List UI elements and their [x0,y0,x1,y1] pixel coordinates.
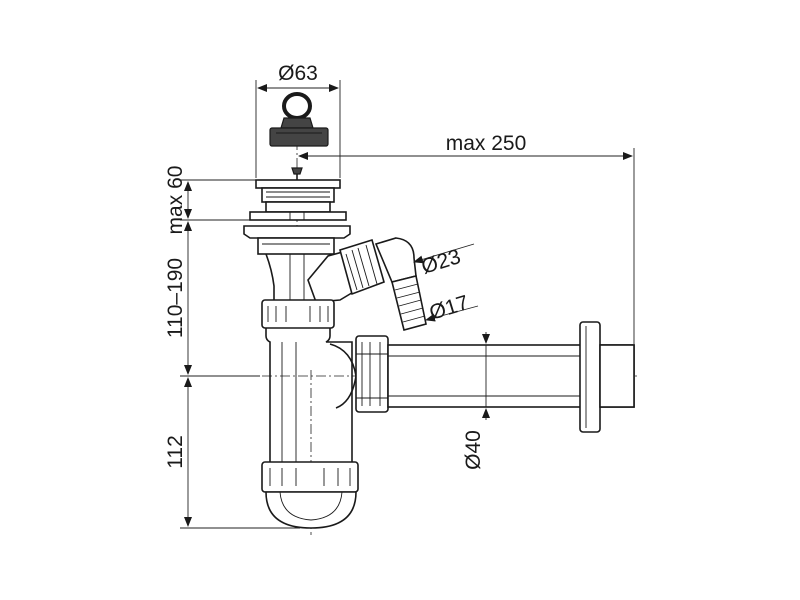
dimension-left: max 60 110–190 112 [164,166,300,529]
label-d63: Ø63 [278,62,318,85]
center-screw [291,167,303,184]
label-max60: max 60 [164,166,187,235]
label-max250: max 250 [446,132,527,155]
label-d17: Ø17 [427,291,472,325]
dimension-max250: max 250 [298,132,635,344]
bottle-trap [261,328,359,529]
label-112: 112 [164,435,187,468]
dimension-d63: Ø63 [255,62,341,178]
label-d40: Ø40 [462,430,485,470]
sink-stopper [269,92,329,147]
wall-rosette [579,321,635,433]
dishwasher-inlet [307,237,427,331]
sink-outlet [243,179,351,255]
dimension-d17: Ø17 [425,291,479,325]
upper-nut [261,299,335,329]
label-d23: Ø23 [419,245,464,279]
dimension-d23: Ø23 [413,243,475,279]
label-110-190: 110–190 [164,258,187,338]
center-lines [190,140,640,535]
dimension-d40: Ø40 [462,332,490,470]
